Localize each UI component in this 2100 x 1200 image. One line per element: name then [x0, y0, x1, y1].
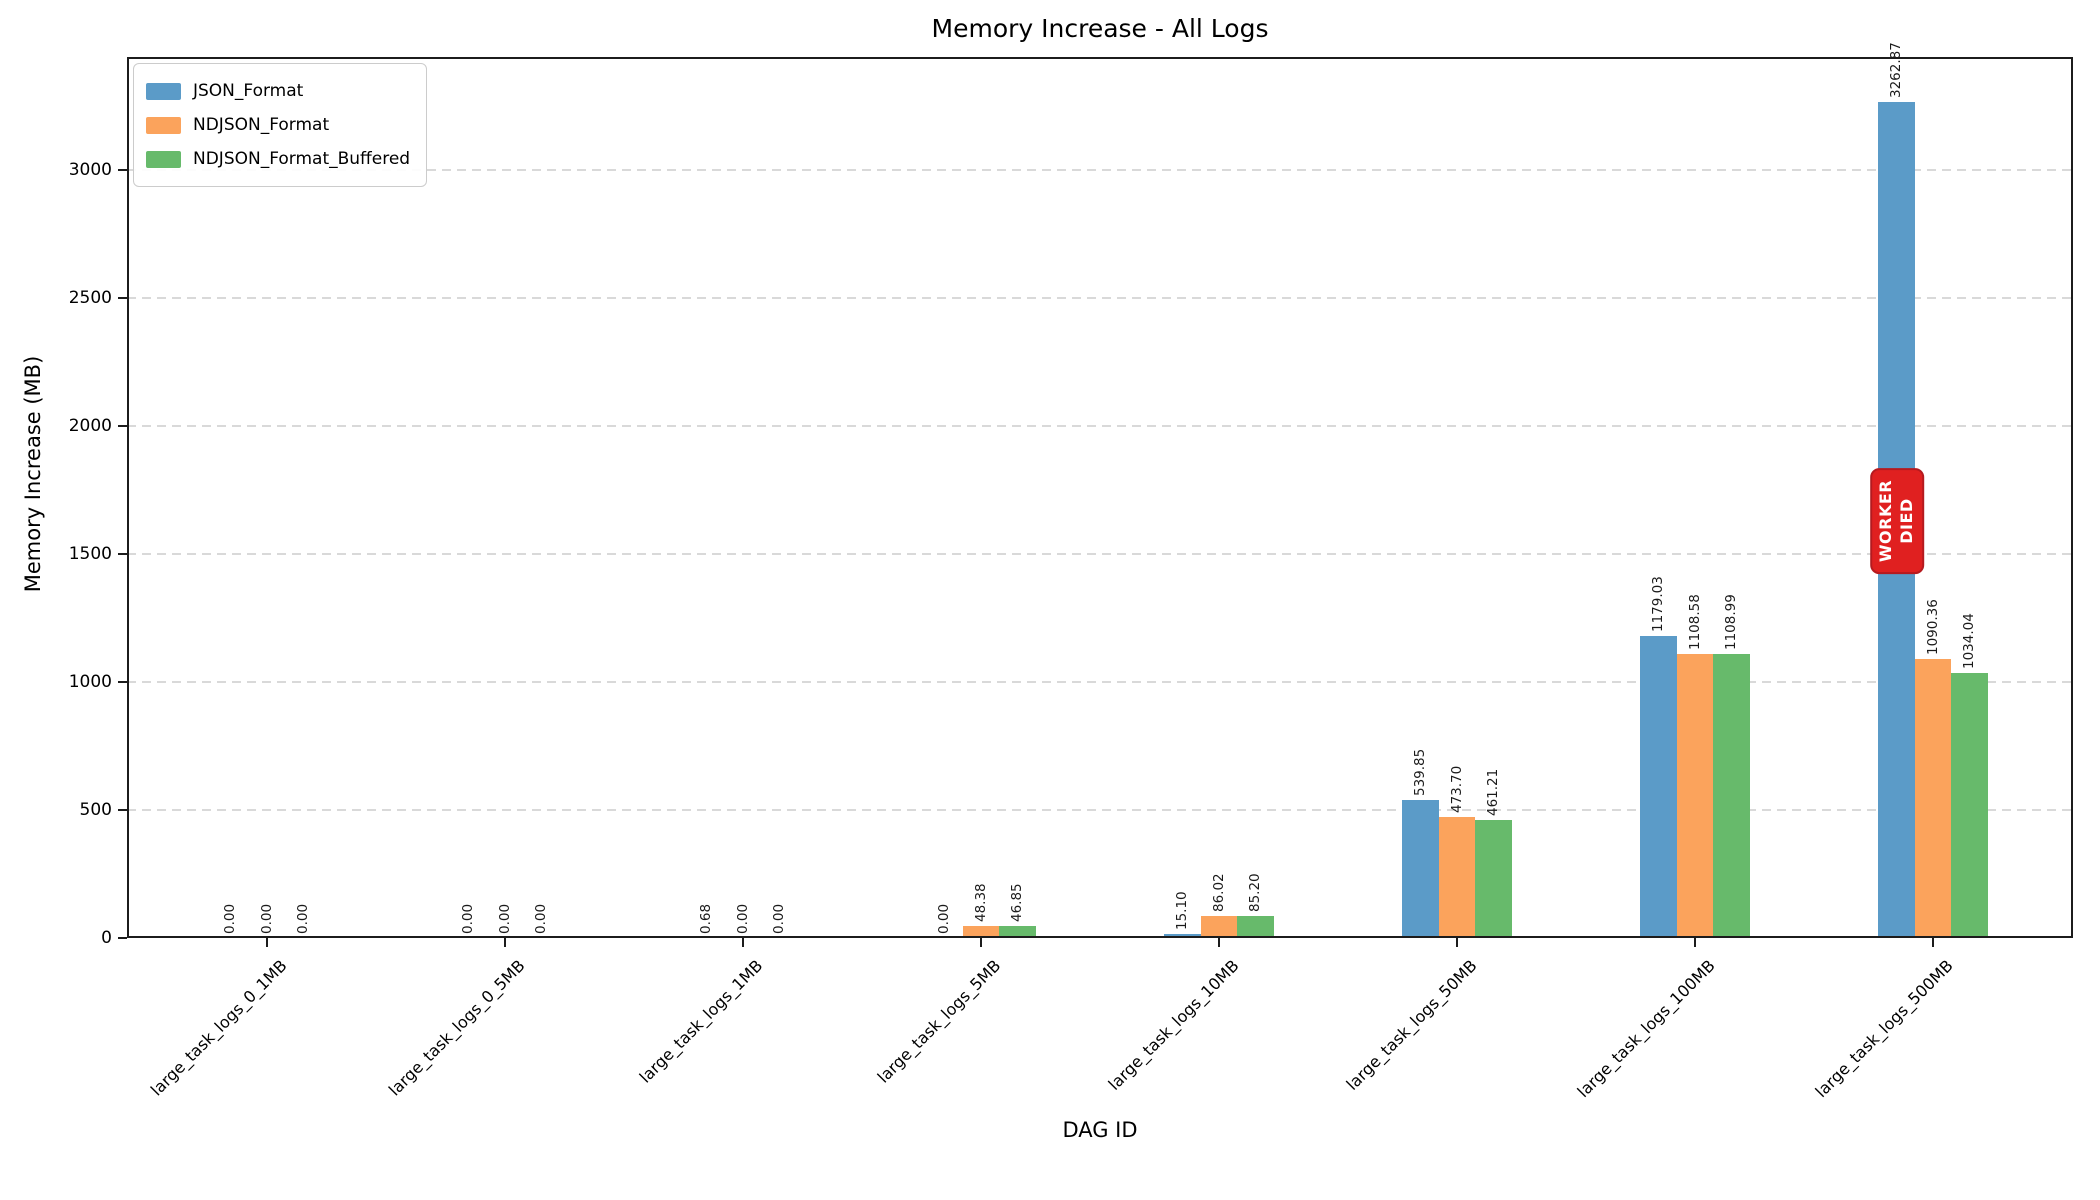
- y-tick-label: 500: [79, 799, 112, 820]
- bar: [1640, 636, 1677, 938]
- bar: [1914, 658, 1952, 938]
- x-tick-label: large_task_logs_5MB: [873, 956, 1005, 1087]
- legend-item: NDJSON_Format_Buffered: [146, 142, 410, 176]
- bar-value-label: 0.00: [460, 903, 476, 934]
- bar-value-label: 1108.99: [1723, 594, 1739, 650]
- x-tick-label: large_task_logs_50MB: [1342, 956, 1481, 1094]
- bar-value-label: 85.20: [1247, 873, 1263, 913]
- x-tick-label: large_task_logs_0_1MB: [146, 956, 291, 1100]
- bar-value-label: 48.38: [972, 882, 989, 922]
- y-tick: [118, 296, 127, 299]
- bar: [1402, 799, 1439, 938]
- legend-label: JSON_Format: [193, 81, 304, 101]
- x-tick: [266, 938, 268, 947]
- y-tick-label: 3000: [68, 159, 112, 180]
- bar-value-label: 0.00: [258, 903, 275, 934]
- bar: [1164, 934, 1201, 938]
- gridline: [127, 296, 2073, 299]
- y-tick-label: 2000: [68, 415, 112, 436]
- gridline: [127, 552, 2073, 555]
- bar-value-label: 0.68: [698, 903, 714, 934]
- y-tick: [118, 552, 127, 555]
- bar: [1713, 653, 1750, 938]
- gridline: [127, 808, 2073, 811]
- x-tick: [1694, 938, 1696, 947]
- legend-label: NDJSON_Format_Buffered: [193, 149, 411, 169]
- x-tick-label: large_task_logs_1MB: [635, 956, 767, 1087]
- x-axis-label: DAG ID: [1062, 1118, 1138, 1142]
- bar-value-label: 0.00: [295, 903, 311, 934]
- legend-item: NDJSON_Format: [146, 108, 410, 142]
- bar-value-label: 0.00: [533, 903, 549, 934]
- bar: [1676, 654, 1714, 938]
- bar-value-label: 1090.36: [1924, 598, 1941, 655]
- bar-value-label: 0.00: [496, 903, 513, 934]
- legend-swatch-icon: [146, 150, 181, 168]
- x-tick: [504, 938, 506, 947]
- gridline: [127, 168, 2073, 171]
- bar: [1237, 916, 1274, 938]
- bar-value-label: 473.70: [1448, 765, 1465, 813]
- chart-title: Memory Increase - All Logs: [931, 14, 1269, 43]
- bar-value-label: 461.21: [1485, 768, 1501, 816]
- bar-value-label: 15.10: [1174, 891, 1190, 931]
- bar: [1951, 673, 1988, 938]
- legend-item: JSON_Format: [146, 74, 410, 108]
- x-tick-label: large_task_logs_100MB: [1573, 956, 1719, 1102]
- legend-swatch-icon: [146, 82, 181, 100]
- gridline: [127, 680, 2073, 683]
- plot-area: [127, 57, 2073, 938]
- bar-value-label: 1179.03: [1650, 576, 1666, 633]
- bar: [962, 925, 1000, 938]
- y-tick: [118, 424, 127, 427]
- y-tick-label: 0: [101, 928, 112, 948]
- x-tick: [1456, 938, 1458, 947]
- y-tick-label: 1000: [68, 671, 112, 692]
- bar-value-label: 0.00: [936, 903, 952, 934]
- y-tick-label: 2500: [68, 287, 112, 308]
- x-tick-label: large_task_logs_500MB: [1811, 956, 1957, 1102]
- y-tick: [118, 680, 127, 683]
- legend-swatch-icon: [146, 116, 181, 134]
- gridline: [127, 424, 2073, 427]
- bar-value-label: 1108.58: [1686, 594, 1703, 651]
- y-tick-label: 1500: [68, 543, 112, 564]
- x-tick-label: large_task_logs_0_5MB: [384, 956, 529, 1100]
- bar-value-label: 0.00: [734, 903, 751, 934]
- bar-value-label: 539.85: [1412, 748, 1428, 796]
- bar: [1475, 819, 1512, 938]
- y-tick: [118, 808, 127, 811]
- x-tick-label: large_task_logs_10MB: [1104, 956, 1243, 1094]
- bar-value-label: 0.00: [771, 903, 787, 934]
- bar-value-label: 0.00: [222, 903, 238, 934]
- bar-value-label: 3262.87: [1888, 42, 1904, 99]
- bar-value-label: 1034.04: [1961, 613, 1977, 670]
- x-tick: [980, 938, 982, 947]
- bar: [999, 926, 1036, 938]
- y-tick: [118, 168, 127, 171]
- x-tick: [1218, 938, 1220, 947]
- x-tick: [742, 938, 744, 947]
- legend-label: NDJSON_Format: [193, 115, 330, 135]
- y-tick: [118, 937, 127, 939]
- bar: [1200, 915, 1238, 938]
- x-tick: [1932, 938, 1934, 947]
- bar: [1438, 816, 1476, 938]
- bar-value-label: 46.85: [1009, 883, 1025, 922]
- bar-value-label: 86.02: [1210, 873, 1227, 912]
